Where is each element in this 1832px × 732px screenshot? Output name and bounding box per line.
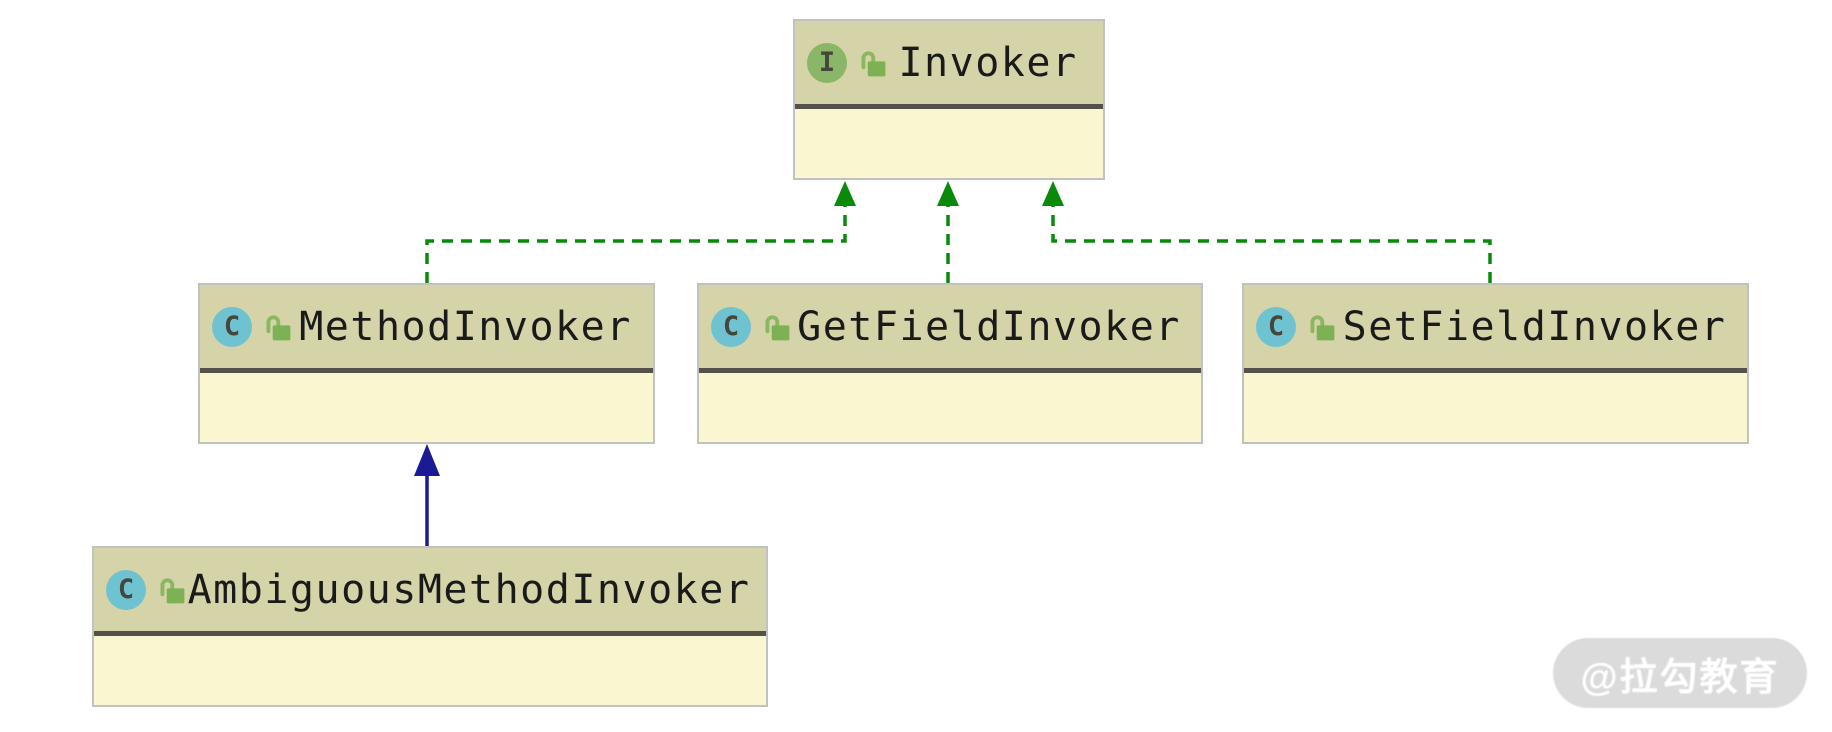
class-name: GetFieldInvoker xyxy=(797,303,1181,350)
implements-arrowhead-icon xyxy=(937,181,959,206)
members-compartment xyxy=(795,109,1103,178)
class-icon: C xyxy=(1256,306,1296,347)
class-name: AmbiguousMethodInvoker xyxy=(187,566,751,613)
compartment-separator xyxy=(1244,368,1747,373)
class-icon: C xyxy=(106,569,146,610)
interface-name: Invoker xyxy=(898,39,1078,86)
unlocked-padlock-icon xyxy=(857,48,887,78)
members-compartment xyxy=(1244,373,1747,442)
implements-arrowhead-icon xyxy=(1042,181,1064,206)
uml-node-methodinvoker[interactable]: C MethodInvoker xyxy=(198,283,655,444)
members-compartment xyxy=(200,373,653,442)
class-name: SetFieldInvoker xyxy=(1342,303,1727,350)
uml-node-setfieldinvoker[interactable]: C SetFieldInvoker xyxy=(1242,283,1749,444)
class-icon: C xyxy=(711,306,751,347)
compartment-separator xyxy=(200,368,653,373)
implements-edge-getfieldinvoker-invoker[interactable] xyxy=(937,181,959,283)
implements-edge-setfieldinvoker-invoker[interactable] xyxy=(1042,181,1492,283)
compartment-separator xyxy=(94,631,766,636)
uml-node-ambiguousmethodinvoker[interactable]: C AmbiguousMethodInvoker xyxy=(92,546,768,707)
class-icon: C xyxy=(212,306,252,347)
uml-node-getfieldinvoker[interactable]: C GetFieldInvoker xyxy=(697,283,1203,444)
members-compartment xyxy=(699,373,1201,442)
unlocked-padlock-icon xyxy=(156,575,186,605)
node-header: C SetFieldInvoker xyxy=(1244,285,1747,368)
node-header: I Invoker xyxy=(795,21,1103,104)
unlocked-padlock-icon xyxy=(761,312,791,342)
implements-edge-methodinvoker-invoker[interactable] xyxy=(425,181,856,283)
extends-arrowhead-icon xyxy=(414,444,440,476)
compartment-separator xyxy=(795,104,1103,109)
watermark-badge: @拉勾教育 xyxy=(1553,638,1807,708)
implements-arrowhead-icon xyxy=(834,181,856,206)
extends-edge-ambiguousmethodinvoker-methodinvoker[interactable] xyxy=(414,444,440,546)
class-name: MethodInvoker xyxy=(299,303,632,350)
compartment-separator xyxy=(699,368,1201,373)
interface-icon: I xyxy=(807,42,847,83)
unlocked-padlock-icon xyxy=(1306,312,1336,342)
node-header: C MethodInvoker xyxy=(200,285,653,368)
members-compartment xyxy=(94,636,766,705)
unlocked-padlock-icon xyxy=(262,312,292,342)
node-header: C GetFieldInvoker xyxy=(699,285,1201,368)
node-header: C AmbiguousMethodInvoker xyxy=(94,548,766,631)
uml-node-invoker[interactable]: I Invoker xyxy=(793,19,1105,180)
